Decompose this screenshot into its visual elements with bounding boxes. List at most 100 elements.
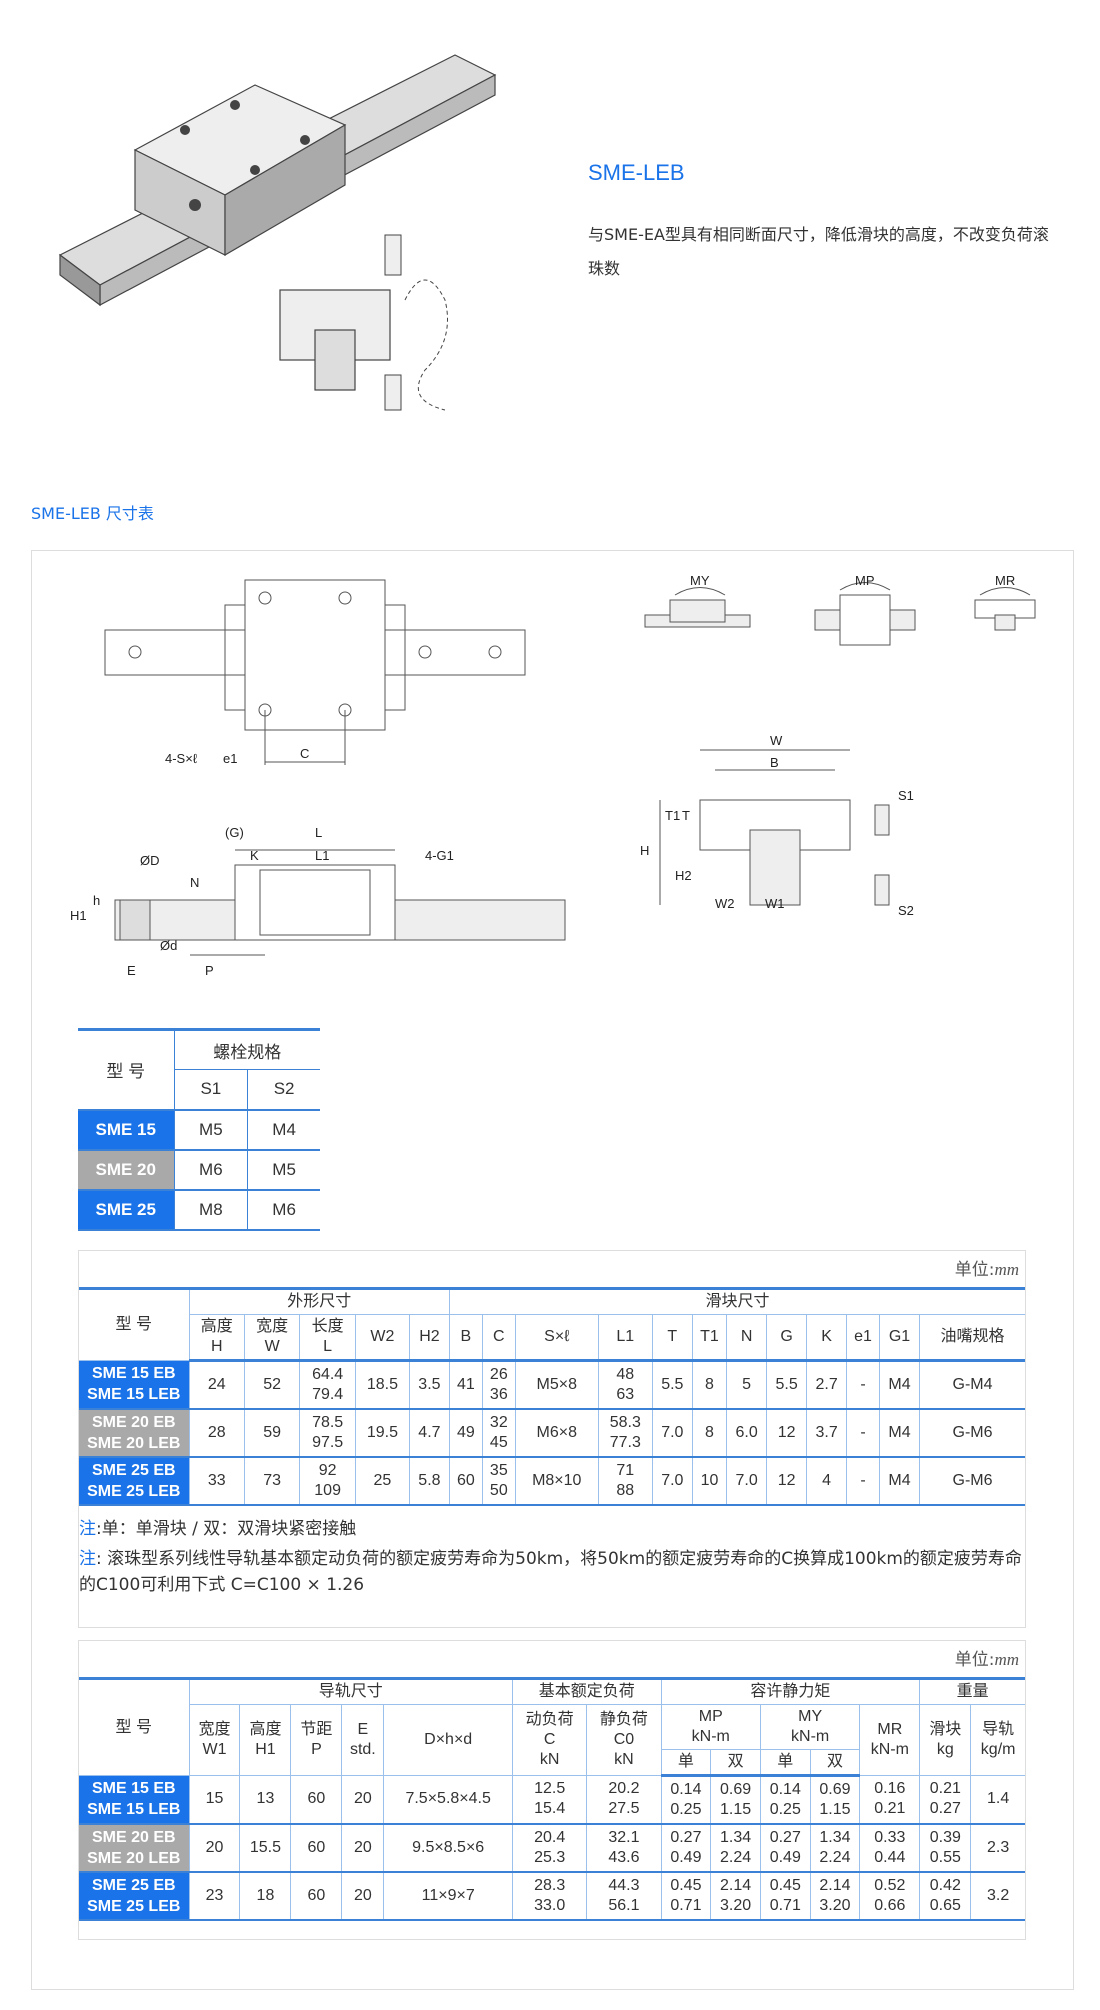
dim-col-header: C <box>482 1314 516 1362</box>
bolt-model-cell: SME 25 <box>78 1189 175 1231</box>
label-w2: W2 <box>715 896 735 911</box>
label-s2: S2 <box>898 903 914 918</box>
dim-col-header: T <box>652 1314 693 1362</box>
label-h1: H1 <box>70 908 87 923</box>
dim-value-cell: 7.0 <box>726 1456 768 1506</box>
dim-value-cell: M4 <box>879 1408 920 1458</box>
dim-note-2: 注: 滚珠型系列线性导轨基本额定动负荷的额定疲劳寿命为50km，将50km的额定… <box>79 1548 1022 1595</box>
dim-value-cell: 4.7 <box>409 1408 450 1458</box>
dim-value-cell: 6.0 <box>726 1408 768 1458</box>
dim-value-cell: 24 <box>189 1360 245 1410</box>
unit-label: 单位:mm <box>954 1260 1019 1280</box>
dim-value-cell: - <box>846 1456 881 1506</box>
dim-col-header: B <box>449 1314 483 1362</box>
load-header-load: 基本额定负荷 <box>512 1677 662 1705</box>
unit-label: 单位:mm <box>954 1650 1019 1670</box>
dim-value-cell: 18.5 <box>355 1360 410 1410</box>
moment-diagrams: MY MP MR <box>644 573 1036 646</box>
load-value-cell: 60 <box>290 1823 343 1873</box>
label-mp: MP <box>855 573 875 588</box>
dim-value-cell: 4 <box>806 1456 848 1506</box>
dim-value-cell: - <box>846 1408 881 1458</box>
dim-value-cell: 52 <box>244 1360 301 1410</box>
bolt-s1-cell: M6 <box>174 1149 249 1191</box>
bolt-spec-table: 型 号 螺栓规格 S1 S2 SME 15 M5 M4 SME 20 M6 M5… <box>78 1028 320 1231</box>
label-phid: Ød <box>160 938 177 953</box>
label-hh: h <box>93 893 100 908</box>
label-p: P <box>205 963 214 978</box>
label-l: L <box>315 825 322 840</box>
load-value-cell: 20 <box>189 1823 241 1873</box>
bolt-model-cell: SME 20 <box>78 1149 175 1191</box>
dim-value-cell: 41 <box>449 1360 483 1410</box>
dim-value-cell: 12 <box>766 1408 808 1458</box>
dim-value-cell: 49 <box>449 1408 483 1458</box>
load-value-cell: 20 <box>341 1823 385 1873</box>
bolt-s1-cell: M8 <box>174 1189 249 1231</box>
load-value-cell: 15 <box>189 1775 241 1825</box>
load-sub-single: 单 <box>661 1749 712 1777</box>
section-title: SME-LEB 尺寸表 <box>31 504 154 523</box>
load-value-cell: 13 <box>239 1775 292 1825</box>
load-header-weight: 重量 <box>919 1677 1025 1705</box>
load-value-cell: 3.2 <box>970 1871 1025 1921</box>
label-mr: MR <box>995 573 1015 588</box>
label-e1: e1 <box>223 751 237 766</box>
label-h2: H2 <box>675 868 692 883</box>
dim-col-header: T1 <box>692 1314 728 1362</box>
dim-value-cell: 73 <box>244 1456 301 1506</box>
load-sub-double: 双 <box>710 1749 761 1777</box>
load-value-cell: 60 <box>290 1775 343 1825</box>
cross-section-drawing: W B S1 S2 T1 T H H2 W2 W1 <box>640 733 914 918</box>
dim-col-header: N <box>726 1314 768 1362</box>
spec-panel <box>31 550 1074 1990</box>
dim-value-cell: 7.0 <box>652 1456 693 1506</box>
bolt-model-cell: SME 15 <box>78 1109 175 1151</box>
dim-value-cell: 7.0 <box>652 1408 693 1458</box>
dim-value-cell: 60 <box>449 1456 483 1506</box>
dim-value-cell: M5×8 <box>515 1360 599 1410</box>
load-sub-headers: 单双单双 <box>79 1749 1025 1777</box>
dim-header-model: 型 号 <box>79 1287 190 1361</box>
dim-col-header: e1 <box>846 1314 881 1362</box>
load-value-cell: 18 <box>239 1871 292 1921</box>
top-view-drawing: 4-S×ℓ e1 C <box>104 579 526 766</box>
label-my: MY <box>690 573 710 588</box>
label-t1: T1 <box>665 808 680 823</box>
dim-note-1: 注:单：单滑块 / 双：双滑块紧密接触 <box>79 1518 357 1539</box>
dim-value-cell: M4 <box>879 1360 920 1410</box>
label-w1: W1 <box>765 896 785 911</box>
load-col-header: D×h×d <box>383 1704 514 1776</box>
